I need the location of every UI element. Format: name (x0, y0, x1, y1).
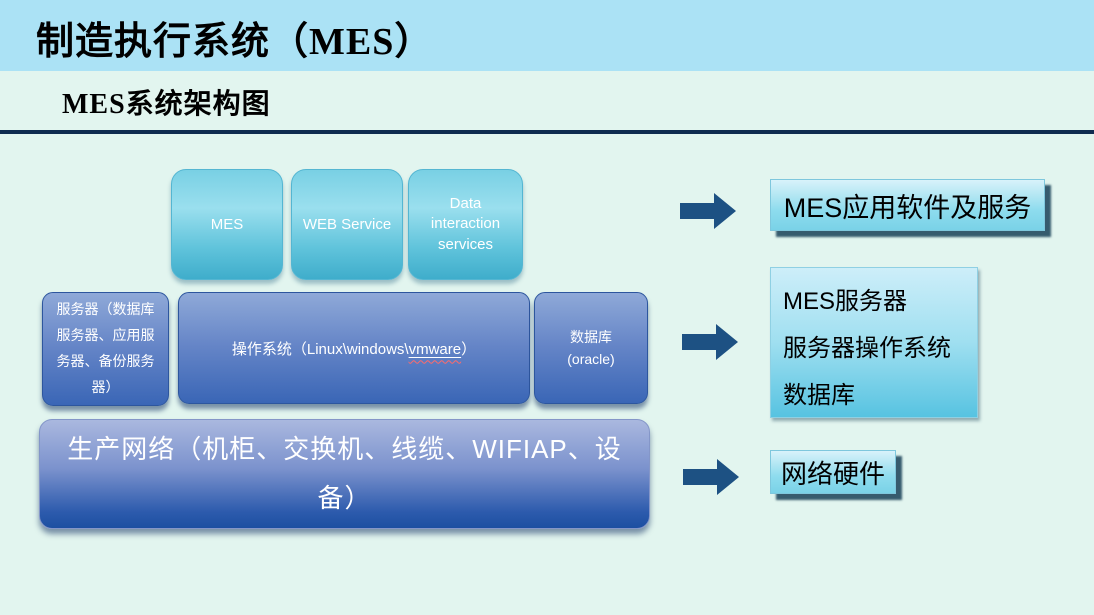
network-box-label: 生产网络（机柜、交换机、线缆、WIFIAP、设备） (67, 433, 622, 513)
os-box: 操作系统（Linux\windows\vmware） (178, 292, 530, 404)
header-bar (0, 0, 1094, 71)
os-box-label: 操作系统（Linux\windows\vmware） (232, 338, 476, 359)
os-label-prefix: 操作系统（Linux\windows\ (231, 340, 409, 358)
app-box-web-service: WEB Service (291, 169, 403, 280)
divider-line (0, 130, 1094, 134)
app-box-mes: MES (171, 169, 283, 280)
database-line1: 数据库 (570, 328, 612, 345)
slide-title: 制造执行系统（MES） (36, 21, 434, 63)
app-box-data-interaction: Data interaction services (408, 169, 523, 280)
arrow-right-icon (682, 324, 738, 360)
network-box: 生产网络（机柜、交换机、线缆、WIFIAP、设备） (39, 419, 650, 529)
arrow-right-icon (683, 459, 739, 495)
annotation-app-software: MES应用软件及服务 (770, 179, 1045, 231)
vmware-underlined-text: vmware (409, 341, 462, 358)
arrow-right-icon (680, 193, 736, 229)
annotation-server-stack: MES服务器 服务器操作系统 数据库 (770, 267, 978, 418)
server-box: 服务器（数据库服务器、应用服务器、备份服务器） (42, 292, 169, 406)
section-title: MES系统架构图 (62, 89, 271, 120)
vmware-spellcheck: vmware (408, 340, 462, 358)
annotation-line-database: 数据库 (783, 382, 855, 409)
database-box: 数据库 (oracle) (534, 292, 648, 404)
database-box-label: 数据库 (oracle) (567, 326, 614, 371)
annotation-network-hardware: 网络硬件 (770, 450, 896, 494)
os-label-suffix: ） (461, 340, 477, 358)
database-line2: (oracle) (567, 351, 615, 367)
annotation-line-mes-server: MES服务器 (783, 288, 908, 315)
annotation-line-server-os: 服务器操作系统 (783, 335, 951, 362)
